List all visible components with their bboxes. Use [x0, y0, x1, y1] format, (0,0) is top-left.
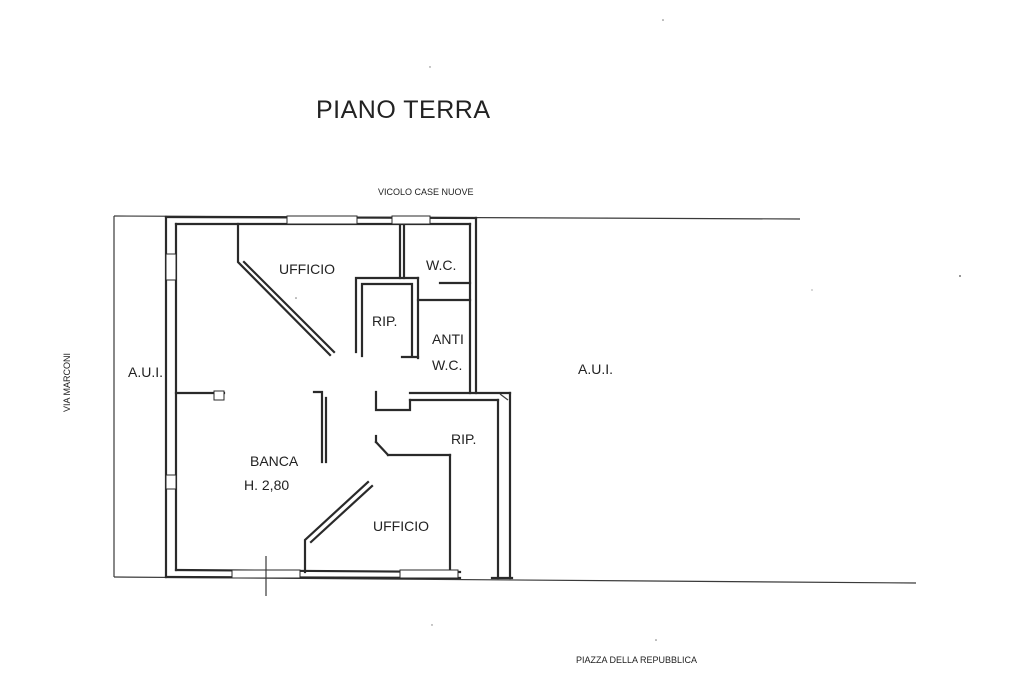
scan-specks: [295, 19, 961, 641]
room-label-banca: BANCA: [250, 453, 299, 469]
room-label-rip-right: RIP.: [451, 431, 476, 447]
room-label-wc: W.C.: [426, 257, 456, 273]
street-label-top: VICOLO CASE NUOVE: [378, 187, 474, 197]
room-label-rip-small: RIP.: [372, 313, 397, 329]
room-label-aui-left: A.U.I.: [128, 364, 163, 380]
street-label-left: VIA MARCONI: [62, 353, 72, 412]
room-label-ufficio-bottom: UFFICIO: [373, 518, 429, 534]
room-label-anti-line1: ANTI: [432, 331, 464, 347]
page-title: PIANO TERRA: [316, 96, 491, 124]
street-label-bottom: PIAZZA DELLA REPUBBLICA: [576, 655, 697, 665]
room-label-height: H. 2,80: [244, 477, 289, 493]
room-labels: UFFICIO W.C. RIP. ANTI W.C. A.U.I. A.U.I…: [128, 257, 613, 534]
room-label-ufficio-top: UFFICIO: [279, 261, 335, 277]
windows: [165, 215, 509, 596]
room-label-aui-right: A.U.I.: [578, 361, 613, 377]
building-walls: [164, 215, 514, 580]
site-lines: [113, 215, 917, 584]
room-label-anti-line2: W.C.: [432, 357, 462, 373]
